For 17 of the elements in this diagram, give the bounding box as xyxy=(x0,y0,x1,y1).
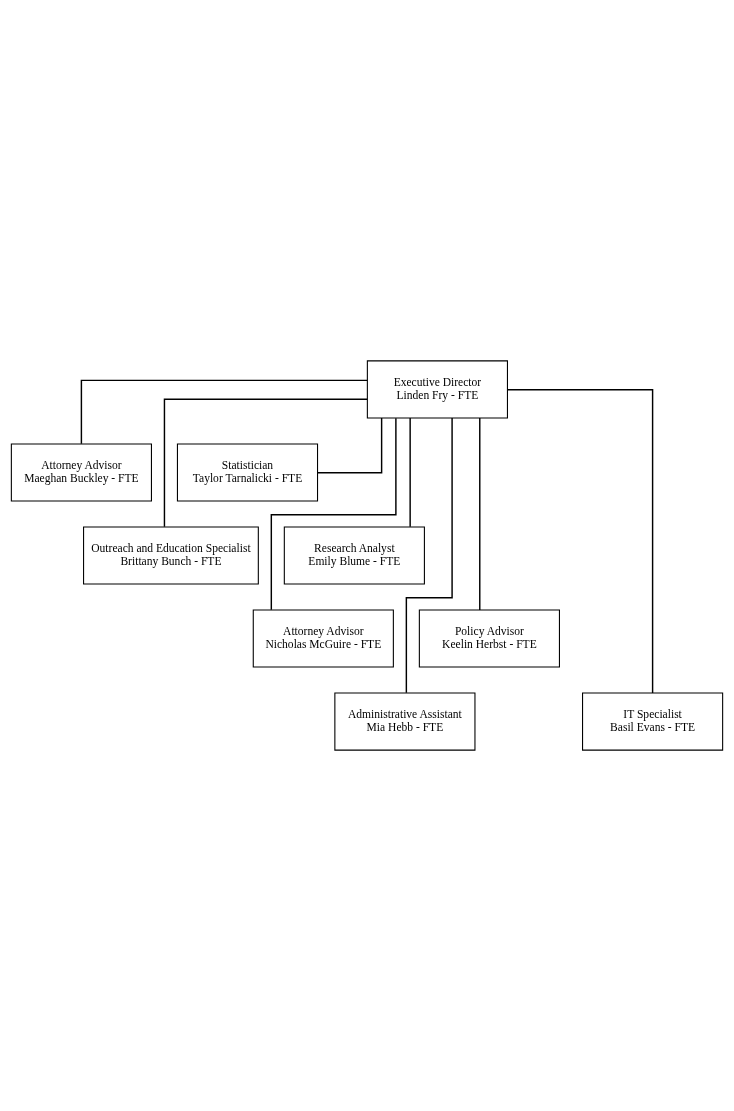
connector xyxy=(479,417,481,611)
node-box: Outreach and Education Specialist Brittany Bunch - FTE xyxy=(83,526,259,585)
connector xyxy=(163,398,368,528)
node-box: Policy Advisor Keelin Herbst - FTE xyxy=(418,609,560,668)
node-box: Attorney Advisor Maeghan Buckley - FTE xyxy=(10,443,152,502)
connector xyxy=(316,417,383,474)
node-box: Executive Director Linden Fry - FTE xyxy=(366,360,508,419)
connector xyxy=(80,379,368,445)
node-box: Administrative Assistant Mia Hebb - FTE xyxy=(334,692,476,751)
node-box: Statistician Taylor Tarnalicki - FTE xyxy=(176,443,319,502)
node-box: IT Specialist Basil Evans - FTE xyxy=(582,692,724,751)
connector xyxy=(506,389,654,694)
node-box: Attorney Advisor Nicholas McGuire - FTE xyxy=(252,609,394,668)
connector xyxy=(270,417,397,611)
connector xyxy=(405,417,453,694)
connector xyxy=(409,417,411,528)
node-box: Research Analyst Emily Blume - FTE xyxy=(283,526,425,585)
